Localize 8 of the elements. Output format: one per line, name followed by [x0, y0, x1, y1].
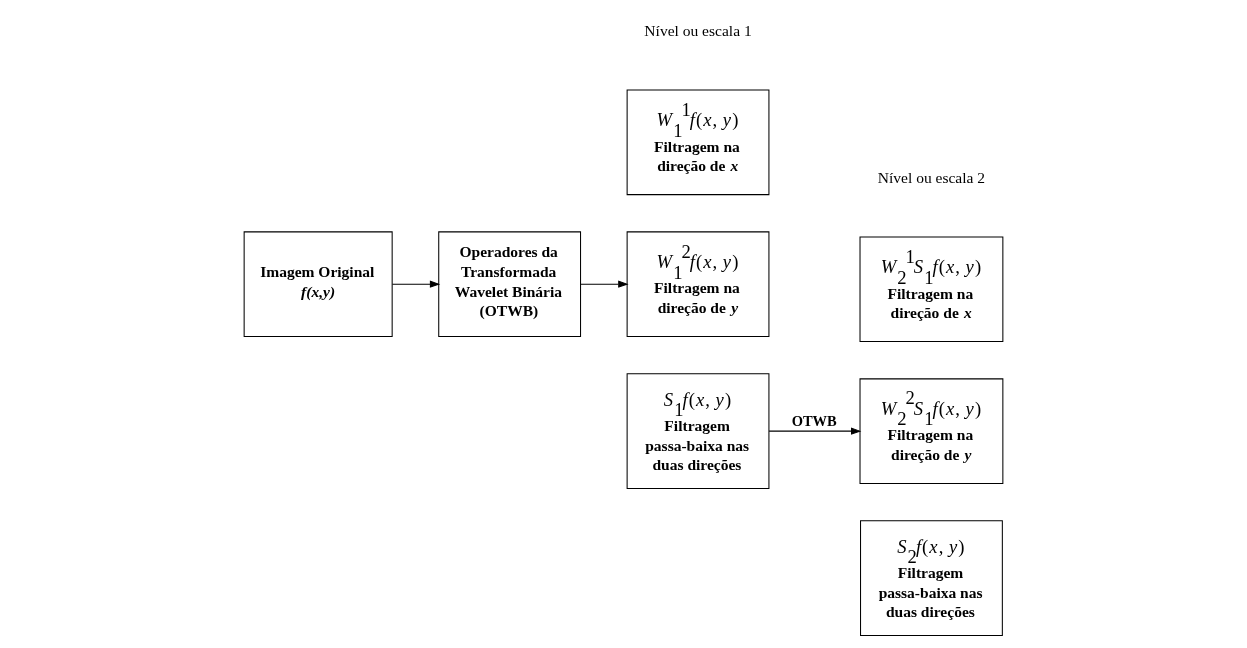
edge-label: OTWB	[791, 413, 837, 430]
arrow	[580, 280, 629, 288]
node-box: Operadores da Transformada Wavelet Binária (OTWB)	[438, 231, 582, 337]
arrow	[391, 280, 441, 288]
label: Nível ou escala 2	[877, 169, 986, 187]
node-box: Imagem Original f(x,y)	[243, 231, 393, 337]
arrow	[768, 427, 862, 435]
label: Nível ou escala 1	[644, 22, 752, 40]
